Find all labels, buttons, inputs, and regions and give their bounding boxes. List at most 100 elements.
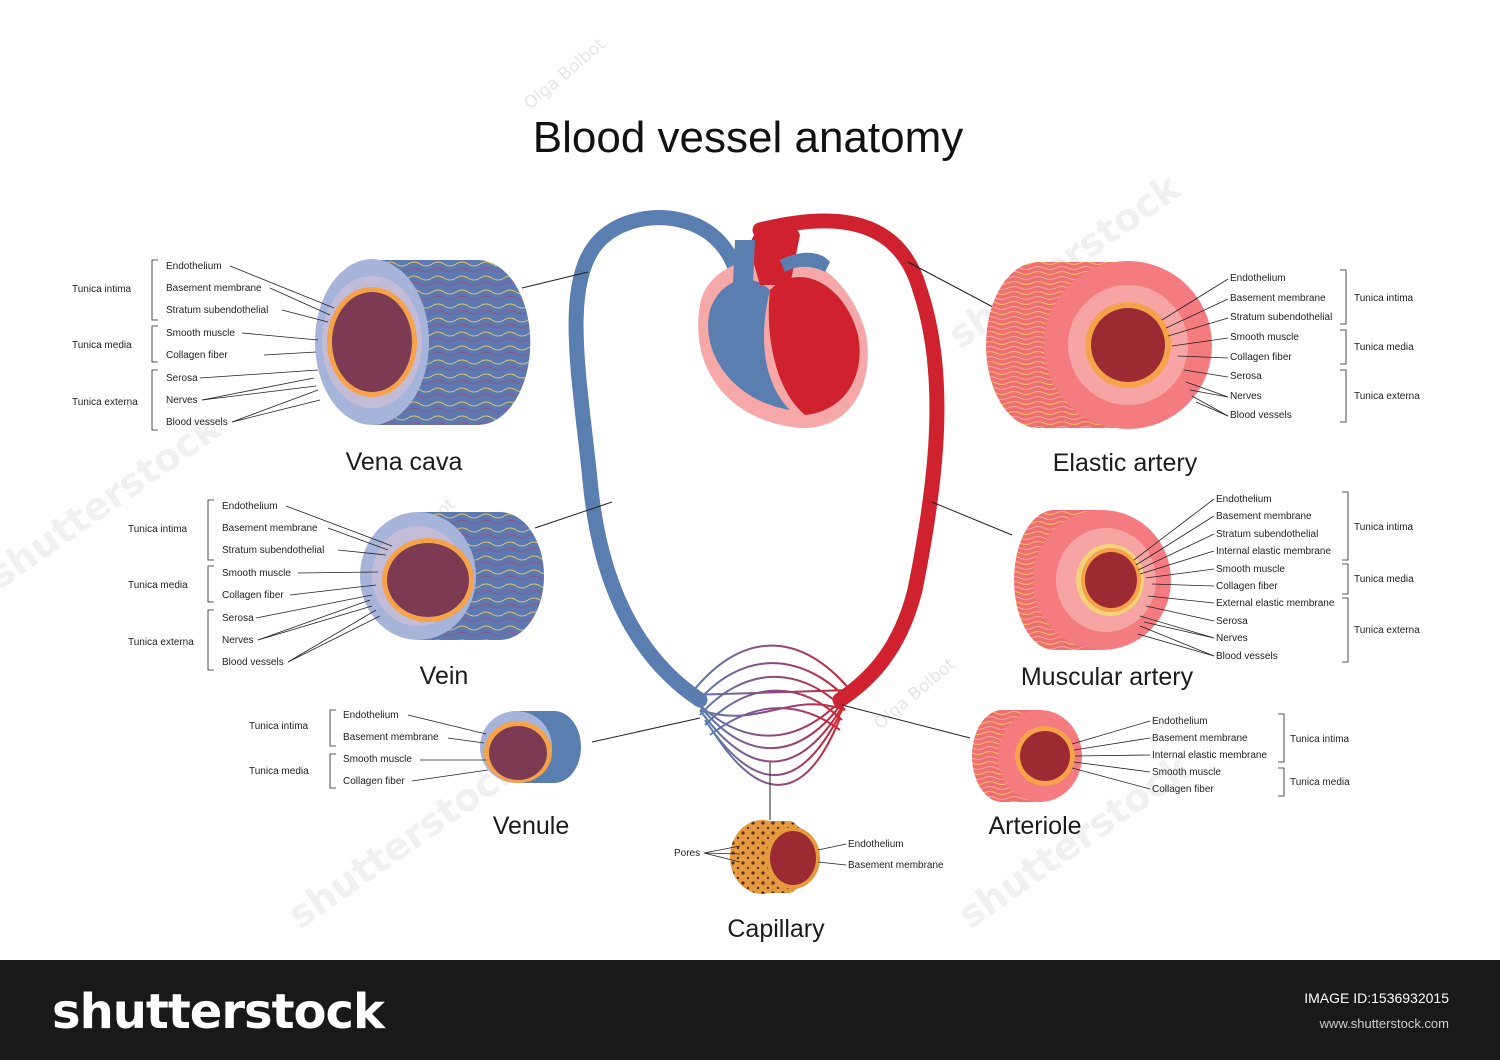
label-stratum-subendothelial: Stratum subendothelial (166, 305, 268, 316)
muscular-artery-label-lines (1133, 498, 1215, 657)
label-stratum-subendothelial: Stratum subendothelial (1216, 529, 1318, 540)
vena-cava-labels: Endothelium Basement membrane Stratum su… (72, 261, 462, 476)
muscular-artery-brackets (1342, 491, 1349, 663)
group-tunica-intima: Tunica intima (1354, 293, 1414, 304)
vein-brackets (207, 499, 214, 671)
capillary-label-lines (703, 843, 847, 866)
capillary-lumen (770, 831, 816, 885)
group-tunica-media: Tunica media (249, 766, 309, 777)
venous-path (568, 210, 748, 708)
vessel-name-muscular-artery: Muscular artery (1021, 663, 1194, 691)
label-basement-membrane: Basement membrane (166, 283, 262, 294)
label-internal-elastic-membrane: Internal elastic membrane (1216, 546, 1331, 557)
right-heart (708, 279, 790, 410)
label-collagen-fiber: Collagen fiber (1152, 784, 1214, 795)
group-tunica-media: Tunica media (128, 580, 188, 591)
footer-url: www.shutterstock.com (1319, 1016, 1449, 1031)
muscular-artery-labels: Endothelium Basement membrane Stratum su… (1021, 494, 1420, 691)
group-tunica-intima: Tunica intima (1354, 522, 1414, 533)
label-collagen-fiber: Collagen fiber (1230, 352, 1292, 363)
elastic-artery-lumen (1091, 308, 1165, 382)
vessel-name-elastic-artery: Elastic artery (1053, 449, 1198, 477)
label-blood-vessels: Blood vessels (1216, 651, 1278, 662)
group-tunica-media: Tunica media (1354, 574, 1414, 585)
label-stratum-subendothelial: Stratum subendothelial (222, 545, 324, 556)
label-stratum-subendothelial: Stratum subendothelial (1230, 312, 1332, 323)
vessel-name-arteriole: Arteriole (988, 812, 1081, 840)
vena-cava-brackets (151, 259, 158, 431)
label-nerves: Nerves (1230, 391, 1262, 402)
group-tunica-intima: Tunica intima (128, 524, 188, 535)
vessel-name-vein: Vein (420, 662, 469, 690)
label-collagen-fiber: Collagen fiber (222, 590, 284, 601)
pulmonary-artery (780, 252, 830, 272)
footer-bar (0, 960, 1500, 1060)
group-tunica-externa: Tunica externa (72, 397, 138, 408)
label-blood-vessels: Blood vessels (222, 657, 284, 668)
vein-label-lines (255, 505, 393, 663)
footer-image-id: IMAGE ID:1536932015 (1304, 990, 1449, 1006)
vessel-name-vena-cava: Vena cava (346, 448, 463, 476)
watermark-brand: shutterstock (0, 405, 229, 598)
label-blood-vessels: Blood vessels (166, 417, 228, 428)
arteriole-label-lines (1071, 720, 1151, 790)
group-tunica-externa: Tunica externa (1354, 625, 1420, 636)
connector-vena-cava (521, 271, 589, 289)
label-smooth-muscle: Smooth muscle (1230, 332, 1299, 343)
label-nerves: Nerves (222, 635, 254, 646)
label-endothelium: Endothelium (222, 501, 278, 512)
vessel-name-venule: Venule (493, 812, 569, 840)
vena-cava-cross-section (315, 259, 531, 425)
label-basement-membrane: Basement membrane (848, 860, 944, 871)
label-endothelium: Endothelium (166, 261, 222, 272)
image-id-value: 1536932015 (1371, 990, 1449, 1006)
elastic-artery-label-lines (1161, 278, 1229, 417)
group-tunica-media: Tunica media (1290, 777, 1350, 788)
left-heart (768, 277, 860, 415)
label-endothelium: Endothelium (1230, 273, 1286, 284)
venule-cross-section (480, 711, 581, 783)
label-serosa: Serosa (1216, 616, 1248, 627)
label-blood-vessels: Blood vessels (1230, 410, 1292, 421)
connector-elastic-artery (907, 261, 1009, 316)
vein-labels: Endothelium Basement membrane Stratum su… (128, 501, 468, 690)
label-smooth-muscle: Smooth muscle (343, 754, 412, 765)
label-collagen-fiber: Collagen fiber (343, 776, 405, 787)
venule-label-lines (407, 714, 489, 782)
group-tunica-intima: Tunica intima (1290, 734, 1350, 745)
label-smooth-muscle: Smooth muscle (1152, 767, 1221, 778)
heart-illustration (698, 220, 868, 429)
connector-vein (534, 501, 613, 529)
label-basement-membrane: Basement membrane (343, 732, 439, 743)
label-smooth-muscle: Smooth muscle (166, 328, 235, 339)
label-basement-membrane: Basement membrane (1152, 733, 1248, 744)
footer-logo: shutterstock (52, 984, 385, 1040)
vessel-name-capillary: Capillary (727, 915, 825, 943)
label-nerves: Nerves (1216, 633, 1248, 644)
group-tunica-media: Tunica media (1354, 342, 1414, 353)
circulation-loop (568, 210, 945, 786)
label-serosa: Serosa (166, 373, 198, 384)
connector-venule (591, 717, 701, 743)
page-title: Blood vessel anatomy (533, 113, 963, 162)
vena-cava-lumen (332, 292, 412, 392)
label-endothelium: Endothelium (848, 839, 904, 850)
label-serosa: Serosa (222, 613, 254, 624)
connector-muscular-artery (931, 501, 1013, 536)
capillary-cross-section (730, 820, 820, 894)
connector-arteriole (841, 704, 971, 739)
label-smooth-muscle: Smooth muscle (1216, 564, 1285, 575)
arteriole-brackets (1278, 713, 1285, 797)
connector-lines (521, 261, 1013, 820)
label-basement-membrane: Basement membrane (1216, 511, 1312, 522)
label-endothelium: Endothelium (1216, 494, 1272, 505)
label-endothelium: Endothelium (343, 710, 399, 721)
arteriole-lumen (1020, 731, 1070, 781)
elastic-artery-brackets (1340, 269, 1347, 423)
venule-brackets (329, 709, 336, 789)
label-pores: Pores (674, 848, 700, 859)
label-endothelium: Endothelium (1152, 716, 1208, 727)
label-external-elastic-membrane: External elastic membrane (1216, 598, 1335, 609)
group-tunica-intima: Tunica intima (249, 721, 309, 732)
